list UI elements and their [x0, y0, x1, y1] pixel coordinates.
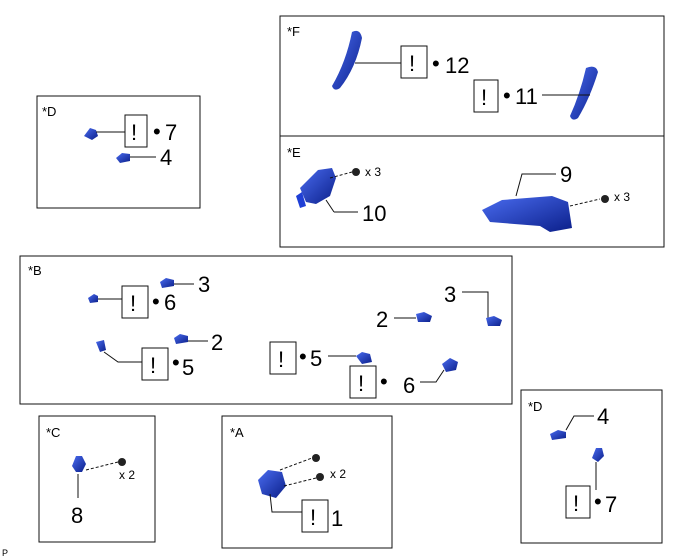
part-1-icon	[258, 470, 286, 498]
panel-b: *B 3 ! • 6 2 ! • 5 ! • 5 ! • 6	[19, 255, 513, 405]
callout-1: 1	[331, 506, 343, 531]
caution-box	[124, 114, 148, 148]
bolt-icon	[601, 195, 609, 203]
panel-e: *E 10 x 3 9 x 3	[279, 135, 665, 248]
bullet: •	[299, 344, 307, 369]
bullet: •	[594, 489, 602, 514]
caution-box	[565, 485, 591, 519]
caution-mark: !	[573, 491, 579, 516]
part-6-icon	[442, 358, 458, 372]
panel-b-label: *B	[28, 263, 42, 278]
callout-10: 10	[362, 201, 386, 226]
callout-2: 2	[376, 307, 388, 332]
caution-box	[141, 347, 169, 381]
corner-mark: P	[2, 548, 8, 558]
part-7-icon	[592, 448, 604, 462]
part-11-icon	[570, 66, 598, 120]
panel-d-right-label: *D	[528, 399, 542, 414]
callout-7: 7	[165, 120, 177, 145]
caution-mark: !	[130, 291, 136, 316]
bullet: •	[153, 119, 161, 144]
callout-12: 12	[445, 53, 469, 78]
caution-mark: !	[481, 85, 487, 110]
callout-4: 4	[160, 145, 172, 170]
screw-quantity: x 2	[119, 468, 135, 482]
part-6-icon	[88, 294, 98, 303]
callout-11: 11	[515, 84, 538, 109]
caution-mark: !	[409, 51, 415, 76]
screw-icon	[118, 458, 126, 466]
part-2-icon	[416, 312, 432, 322]
screw-icon	[316, 473, 324, 481]
panel-a-label: *A	[230, 425, 244, 440]
part-7-icon	[84, 128, 98, 140]
callout-5: 5	[310, 346, 322, 371]
panel-d-left: *D ! • 7 4	[36, 95, 201, 209]
bolt-quantity: x 3	[365, 165, 381, 179]
bullet: •	[503, 83, 511, 108]
part-5-icon	[356, 352, 372, 364]
caution-mark: !	[358, 371, 364, 396]
part-12-icon	[332, 30, 362, 90]
caution-box	[400, 45, 428, 79]
part-3-icon	[486, 316, 502, 326]
bullet: •	[152, 289, 160, 314]
part-4-icon	[550, 430, 566, 440]
callout-7: 7	[605, 492, 617, 517]
caution-box	[473, 79, 499, 113]
callout-5: 5	[182, 355, 194, 380]
callout-6: 6	[403, 373, 415, 398]
panel-c: *C 8 x 2	[38, 415, 156, 543]
callout-8: 8	[71, 503, 83, 528]
panel-f: *F ! • 12 ! • 11	[279, 15, 665, 137]
caution-mark: !	[150, 353, 156, 378]
caution-box	[121, 285, 149, 319]
bullet: •	[380, 369, 388, 394]
part-9-icon	[482, 196, 572, 232]
callout-2: 2	[211, 330, 223, 355]
screw-quantity: x 2	[330, 467, 346, 481]
callout-4: 4	[597, 404, 609, 429]
callout-9: 9	[560, 162, 572, 187]
part-4-icon	[116, 153, 130, 163]
part-5-icon	[96, 340, 106, 352]
caution-box	[301, 499, 329, 533]
bolt-icon	[352, 168, 360, 176]
bolt-quantity: x 3	[614, 190, 630, 204]
caution-mark: !	[278, 347, 284, 372]
bullet: •	[432, 51, 440, 76]
part-10-icon	[300, 168, 336, 204]
caution-mark: !	[310, 505, 316, 530]
callout-6: 6	[164, 290, 176, 315]
screw-icon	[312, 454, 320, 462]
callout-3: 3	[444, 282, 456, 307]
caution-mark: !	[131, 120, 137, 145]
part-2-icon	[174, 334, 188, 344]
panel-d-right: *D 4 ! • 7	[520, 389, 663, 544]
bullet: •	[172, 350, 180, 375]
caution-box	[269, 341, 297, 375]
panel-a: *A x 2 ! 1	[221, 415, 393, 549]
panel-f-label: *F	[287, 24, 300, 39]
callout-3: 3	[198, 272, 210, 297]
caution-box	[349, 365, 377, 399]
part-8-icon	[72, 456, 86, 472]
panel-e-label: *E	[287, 145, 301, 160]
panel-d-left-label: *D	[42, 104, 56, 119]
panel-c-label: *C	[46, 425, 60, 440]
part-3-icon	[160, 278, 174, 288]
